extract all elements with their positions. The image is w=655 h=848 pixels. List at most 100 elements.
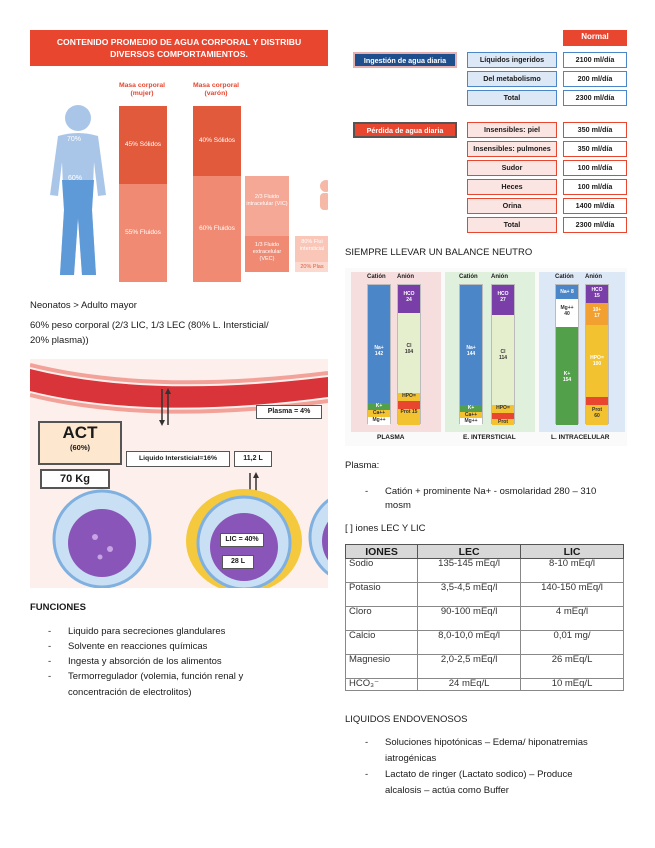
ingestion-label: Ingestión de agua diaria [353, 52, 457, 68]
balance-text: SIEMPRE LLEVAR UN BALANCE NEUTRO [345, 247, 533, 258]
lic-liters-box: 28 L [222, 555, 254, 569]
mg-seg: Mg++ [368, 417, 390, 425]
ion-name: HCO₃⁻ [344, 678, 419, 691]
list-item: Termorregulador (volemia, función renal … [48, 669, 243, 684]
ion-name: Sodio [344, 558, 419, 583]
ingest-row-2-name: Del metabolismo [467, 71, 557, 87]
intracelular-caption: L. INTRACELULAR [551, 434, 610, 441]
na-seg: Na+ 8 [556, 285, 578, 299]
na-seg: Na+144 [460, 285, 482, 405]
intersticial-liters-box: 11,2 L [234, 451, 272, 467]
k-seg: K+154 [556, 327, 578, 425]
cell-icon [52, 489, 152, 588]
hco-label: HCO [591, 287, 603, 293]
mg-value: 40 [564, 311, 570, 317]
hco-label: HCO [497, 291, 509, 297]
intracellular-fluid-box: 2/3 Fluido intracelular (VIC) [245, 176, 289, 236]
lic-pct-box: LIC = 40% [220, 533, 264, 547]
plasma-title: Plasma: [345, 460, 380, 471]
ic-cation-col: Na+ 8 Mg++40 K+154 [555, 284, 579, 425]
list-item: Liquido para secreciones glandulares [48, 624, 243, 639]
lec-value: 3,5-4,5 mEq/l [417, 582, 522, 607]
loss-row-3-name: Sudor [467, 160, 557, 176]
list-item: Catión + prominente Na+ - osmolaridad 28… [365, 484, 625, 499]
hco-value: 24 [406, 297, 412, 303]
iones-title: [ ] iones LEC Y LIC [345, 523, 426, 534]
lec-value: 8,0-10,0 mEq/l [417, 630, 522, 655]
loss-row-2-name: Insensibles: pulmones [467, 141, 557, 157]
so4-seg [492, 413, 514, 419]
header-lec: LEC [417, 544, 522, 559]
act-box: ACT (60%) [38, 421, 122, 465]
k-seg: K+ [460, 405, 482, 412]
act-title: ACT [62, 423, 98, 442]
k-value: 154 [562, 377, 572, 383]
liquidos-list: Soluciones hipotónicas – Edema/ hiponatr… [365, 735, 625, 750]
header-iones: IONES [344, 544, 419, 559]
k-seg: K+ [368, 403, 390, 410]
plasma-caption: PLASMA [377, 434, 405, 441]
hpo-value: 100 [592, 361, 602, 367]
na-label: Na+ [374, 345, 384, 351]
plasma-cation-head: Catión [367, 274, 386, 280]
hco-value: 15 [594, 293, 600, 299]
plasma-anion-head: Anión [397, 274, 414, 280]
liquidos-title: LIQUIDOS ENDOVENOSOS [345, 714, 468, 725]
list-item: Ingesta y absorción de los alimentos [48, 654, 243, 669]
plasma-panel [351, 272, 441, 432]
loss-total-name: Total [467, 217, 557, 233]
ca-seg: Ca++ [368, 410, 390, 417]
hpo-seg: HPO= [398, 393, 420, 401]
table-row: HCO₃⁻ 24 mEq/L 10 mEq/L [344, 678, 624, 691]
water-balance-table: Normal Ingestión de agua diaria Líquidos… [345, 30, 627, 235]
lic-value: 10 mEq/L [520, 678, 624, 691]
hco-label: HCO [403, 291, 415, 297]
intracelular-panel [539, 272, 625, 432]
funciones-title: FUNCIONES [30, 602, 86, 613]
na-seg: Na+142 [368, 285, 390, 403]
pct-60-label: 60% [68, 175, 83, 182]
figure-banner: CONTENIDO PROMEDIO DE AGUA CORPORAL Y DI… [30, 30, 328, 66]
ion-name: Cloro [344, 606, 419, 631]
plasma-pct-box: Plasma = 4% [256, 405, 322, 419]
prot-label: Prot [400, 409, 411, 415]
funciones-continuation: concentración de electrolitos) [68, 687, 192, 698]
plasma-fragment: 20% Plas [295, 262, 328, 272]
neonatos-line: Neonatos > Adulto mayor [30, 300, 137, 311]
na-value: 144 [466, 351, 476, 357]
intersticial-box: Liquido Intersticial=16% [126, 451, 230, 467]
liquidos-item-1-cont: iatrogénicas [385, 753, 437, 764]
ingest-row-1-name: Líquidos ingeridos [467, 52, 557, 68]
perdida-label: Pérdida de agua diaria [353, 122, 457, 138]
hco-value: 27 [500, 297, 506, 303]
normal-header: Normal [563, 30, 627, 46]
cl-label: Cl [406, 343, 412, 349]
list-item: Solvente en reacciones químicas [48, 639, 243, 654]
na-value: 142 [374, 351, 384, 357]
so4-seg [398, 401, 420, 409]
act-pct: (60%) [69, 443, 90, 452]
lic-value: 140-150 mEq/l [520, 582, 624, 607]
mg-label: Mg++ [560, 305, 574, 311]
mg-seg: Mg++ [460, 418, 482, 425]
mujer-solidos-bar: 45% Sólidos [119, 106, 167, 184]
ion-name: Magnesio [344, 654, 419, 679]
list-item: Soluciones hipotónicas – Edema/ hiponatr… [365, 735, 625, 750]
intersticial-caption: E. INTERSTICIAL [463, 434, 516, 441]
weight-box: 70 Kg [40, 469, 110, 489]
table-row: Sodio 135-145 mEq/l 8-10 mEq/l [344, 558, 624, 583]
loss-row-3-value: 100 ml/día [563, 160, 627, 176]
lic-value: 0,01 mg/ [520, 630, 624, 655]
partial-human-icon [320, 180, 328, 210]
loss-row-5-name: Orina [467, 198, 557, 214]
loss-row-4-value: 100 ml/día [563, 179, 627, 195]
loss-row-1-value: 350 ml/día [563, 122, 627, 138]
ic-anion-head: Anión [585, 274, 602, 280]
interstitial-fragment: 80% Flui intersticial [295, 236, 328, 262]
